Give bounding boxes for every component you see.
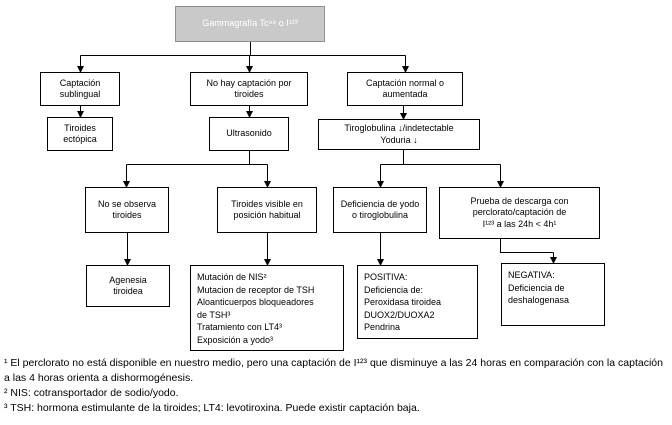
node-line: posición habitual	[233, 210, 301, 220]
node-line: No hay captación por	[206, 77, 292, 88]
node-line: Deficiencia de yodo	[340, 198, 420, 209]
footnote-2: ² NIS: cotransportador de sodio/yodo.	[4, 387, 179, 399]
node-line: aumentada	[382, 89, 428, 99]
node-line: tiroides	[234, 89, 264, 99]
node-line: Tiroides	[64, 122, 96, 133]
node-line: o tiroglobulina	[351, 210, 409, 220]
node-line: Prueba de descarga con	[470, 195, 569, 206]
node-line: Ultrasonido	[226, 128, 272, 139]
node-line: Gammagrafía Tc⁹⁹ o I¹²³	[202, 18, 298, 29]
node-line: Mutacion de receptor de TSH	[197, 284, 315, 295]
node-gammagrafia: Gammagrafía Tc⁹⁹ o I¹²³	[175, 6, 325, 42]
footnotes: ¹ El perclorato no está disponible en nu…	[4, 356, 668, 416]
node-line: Yoduria ↓	[380, 134, 418, 145]
node-line: Tiroides visible en	[231, 198, 303, 209]
node-line: Pendrina	[364, 322, 401, 333]
node-positiva: POSITIVA: Deficiencia de: Peroxidasa tiroi…	[357, 265, 478, 339]
node-line: Exposición a yodo³	[197, 334, 274, 345]
node-line: tiroides	[112, 210, 142, 220]
node-mutaciones: Mutación de NIS² Mutacion de receptor de …	[190, 265, 344, 351]
node-line: de TSH³	[197, 309, 231, 320]
node-line: POSITIVA:	[364, 272, 408, 282]
node-line: tiroidea	[113, 286, 143, 296]
node-line: perclorato/captación de	[472, 207, 567, 218]
node-line: Peroxidasa tiroidea	[364, 297, 442, 308]
node-line: Agenesia	[109, 274, 147, 285]
connector-lines	[77, 42, 557, 266]
node-line: Deficiencia de:	[364, 284, 424, 295]
node-line: ectópica	[63, 134, 97, 144]
node-line: Captación normal o	[365, 77, 445, 88]
node-line: I¹²³ a las 24h < 4h¹	[482, 218, 557, 229]
node-line: NEGATIVA:	[508, 270, 555, 280]
node-line: Deficiencia de	[508, 282, 565, 293]
node-line: Captación	[59, 77, 101, 88]
node-line: deshalogenasa	[508, 295, 570, 306]
node-ultrasonido: Ultrasonido	[209, 117, 289, 151]
node-line: DUOX2/DUOXA2	[364, 309, 435, 320]
node-line: Tratamiento con LT4³	[197, 322, 283, 333]
node-line: No se observa	[97, 198, 157, 209]
node-negativa: NEGATIVA: Deficiencia de deshalogenasa	[501, 263, 605, 326]
node-line: Mutación de NIS²	[197, 272, 267, 282]
footnote-1: ¹ El perclorato no está disponible en nu…	[4, 357, 663, 384]
node-line: Tiroglobulina ↓/indetectable	[344, 123, 454, 133]
node-line: sublingual	[59, 89, 101, 99]
footnote-3: ³ TSH: hormona estimulante de la tiroide…	[4, 402, 420, 414]
node-line: Aloanticuerpos bloqueadores	[197, 297, 314, 308]
